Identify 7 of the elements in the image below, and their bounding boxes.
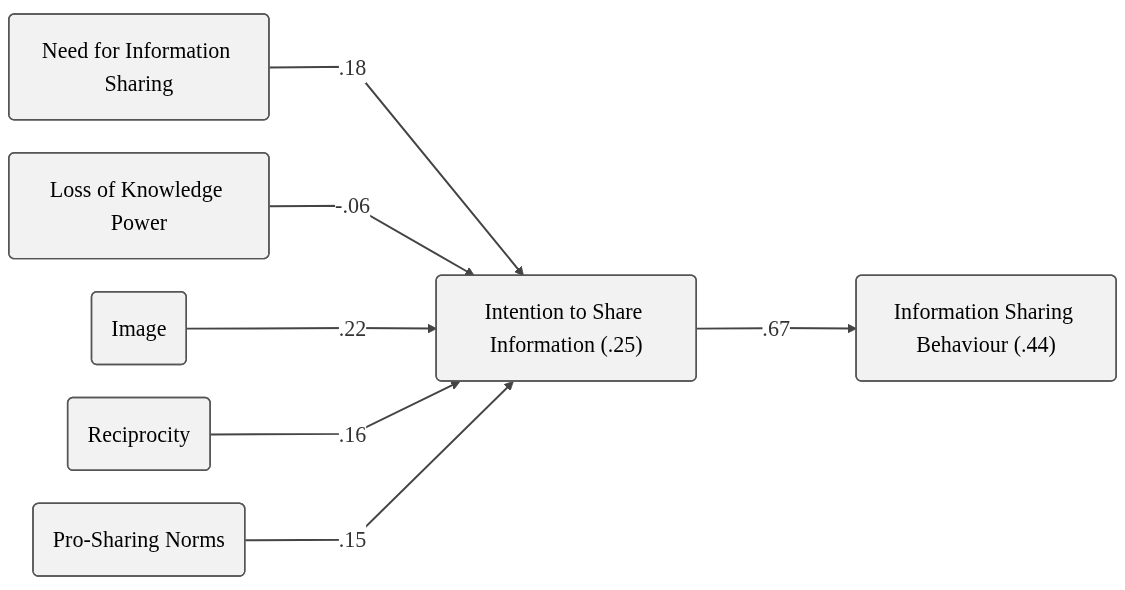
edge-label: .15 [338, 527, 367, 552]
edge-label: .67 [762, 315, 790, 341]
edge-label: -.06 [335, 193, 370, 218]
edge-label: .16 [338, 421, 367, 446]
arrow [244, 381, 514, 542]
edge-label: .22 [338, 315, 367, 341]
edge-label: .18 [338, 54, 367, 79]
